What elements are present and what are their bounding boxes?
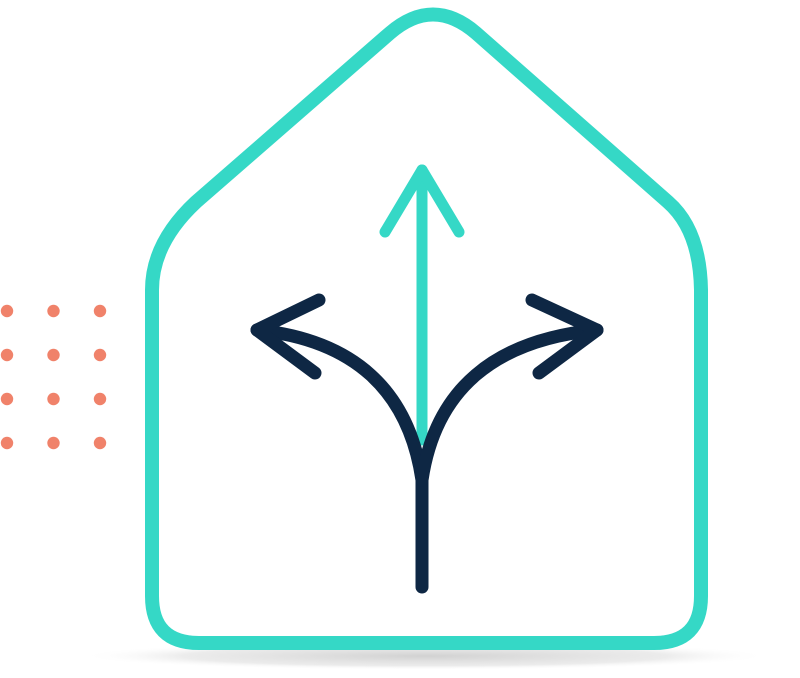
decorative-dot [93, 348, 107, 362]
decorative-dot [0, 348, 14, 362]
decorative-dot [0, 392, 14, 406]
decorative-dot [47, 392, 60, 406]
decorative-dot [47, 304, 60, 318]
up-arrow-icon [379, 164, 465, 446]
decorative-dot [0, 436, 14, 450]
split-arrows-icon [250, 293, 604, 594]
decorative-dot [93, 392, 107, 406]
decorative-dot [93, 436, 107, 450]
dot-grid [0, 304, 107, 450]
decorative-dot [47, 436, 60, 450]
decorative-dot [47, 348, 60, 362]
decorative-dot [93, 304, 107, 318]
decorative-dot [0, 304, 14, 318]
